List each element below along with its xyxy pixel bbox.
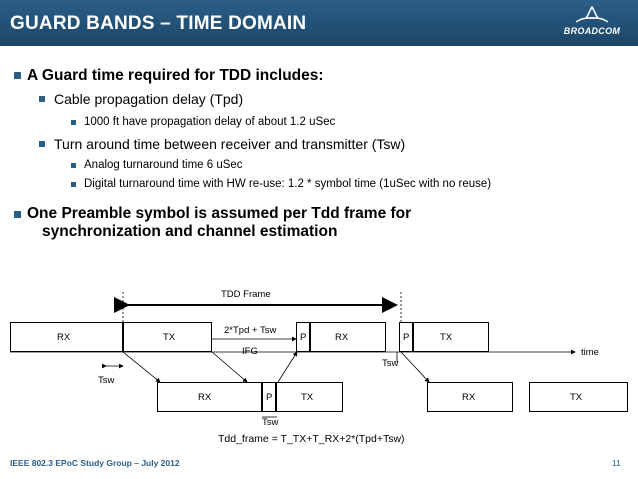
tx-label: TX [570,392,583,403]
bullet-analog: Analog turnaround time 6 uSec [84,159,243,171]
bullet-square [71,163,76,168]
time-label: time [581,347,599,358]
tx-label: TX [440,332,453,343]
tx-box-bottom-2: TX [529,382,628,412]
tx-box-top-2: TX [413,322,489,352]
frame-formula: Tdd_frame = T_TX+T_RX+2*(Tpd+Tsw) [218,433,405,445]
rx-box-top-2: RX [310,322,386,352]
bullet-digital: Digital turnaround time with HW re-use: … [84,178,492,190]
tx-box-bottom: TX [276,382,343,412]
preamble-label: P [300,332,307,343]
bullet-preamble-2: synchronization and channel estimation [42,223,338,240]
bullet-square [71,120,76,125]
rx-box-bottom: RX [157,382,262,412]
rx-box-top: RX [10,322,123,352]
bullet-guard-time: A Guard time required for TDD includes: [27,67,324,84]
bullet-square [39,141,45,147]
broadcom-logo: BROADCOM [552,4,632,42]
tsw-label-bottom: Tsw [262,417,279,428]
preamble-box-top-2: P [399,322,413,352]
rx-label: RX [198,392,212,403]
tpd-tsw-label: 2*Tpd + Tsw [224,325,277,336]
bullet-square [39,96,45,102]
bullet-square [14,72,21,79]
page-number: 11 [612,458,621,468]
bullet-1000ft: 1000 ft have propagation delay of about … [84,116,336,128]
tdd-frame-label: TDD Frame [221,289,271,300]
slide-title: GUARD BANDS – TIME DOMAIN [10,13,307,34]
bullet-square [71,182,76,187]
rx-label: RX [462,392,476,403]
rx-label: RX [57,332,71,343]
preamble-label: P [266,392,273,403]
bullet-square [14,211,21,218]
preamble-box-bottom: P [262,382,276,412]
bullet-turnaround: Turn around time between receiver and tr… [54,136,406,152]
footer-text: IEEE 802.3 EPoC Study Group – July 2012 [10,458,180,468]
tx-label: TX [163,332,176,343]
bullet-preamble-1: One Preamble symbol is assumed per Tdd f… [27,205,412,222]
preamble-box-top: P [296,322,310,352]
ifg-label: IFG [242,346,258,357]
logo-text: BROADCOM [563,26,621,36]
rx-box-bottom-2: RX [427,382,513,412]
bullet-cable-delay: Cable propagation delay (Tpd) [54,91,244,107]
tx-box-top: TX [123,322,212,352]
preamble-label: P [403,332,410,343]
tsw-label-right: Tsw [382,358,399,369]
rx-label: RX [335,332,349,343]
tsw-label-left: Tsw [98,375,115,386]
title-bar: GUARD BANDS – TIME DOMAIN BROADCOM [0,0,638,46]
broadcom-logo-icon [575,5,609,23]
tx-label: TX [301,392,314,403]
